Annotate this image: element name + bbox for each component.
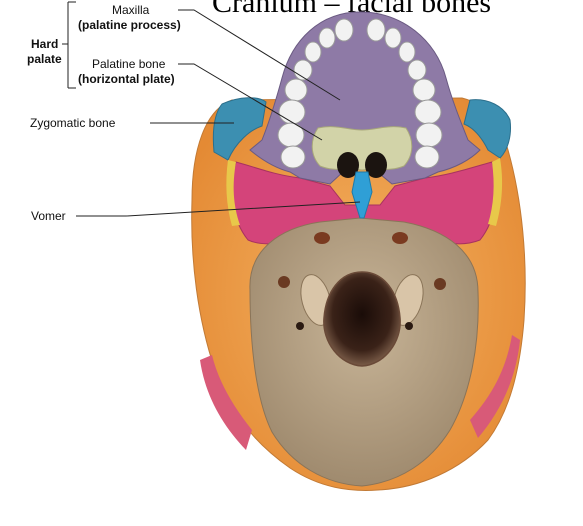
- tooth: [407, 59, 427, 81]
- zygomatic-bone-right: [463, 99, 511, 159]
- zygomatic-process-right: [488, 158, 503, 226]
- parietal-right: [470, 335, 520, 438]
- tooth: [284, 78, 308, 102]
- palatine-horizontal-plate: [311, 126, 413, 171]
- tooth: [384, 27, 402, 49]
- label-maxilla-2: (palatine process): [78, 18, 181, 32]
- tooth: [414, 145, 440, 169]
- tooth: [304, 41, 322, 63]
- tooth: [415, 122, 443, 148]
- tooth: [278, 99, 306, 125]
- choana-right: [365, 152, 387, 178]
- tooth: [280, 145, 306, 169]
- tooth: [334, 18, 354, 42]
- tooth: [398, 41, 416, 63]
- vomer-bone: [351, 171, 373, 219]
- palatine-leader: [178, 63, 323, 141]
- tooth: [412, 78, 436, 102]
- foramen-dot: [405, 322, 413, 330]
- maxilla-leader: [178, 9, 341, 101]
- label-palatine-2: (horizontal plate): [78, 72, 175, 86]
- label-hard-palate-2: palate: [27, 52, 62, 66]
- choana-left: [337, 152, 359, 178]
- foramen-dot: [434, 278, 446, 290]
- foramen-magnum: [323, 271, 401, 367]
- foramen-dot: [392, 232, 408, 244]
- label-zygomatic-bone: Zygomatic bone: [30, 116, 116, 130]
- teeth-arch: [277, 18, 443, 169]
- tooth: [366, 18, 386, 42]
- zygomatic-bone-left: [212, 97, 267, 161]
- sphenoid-bone: [231, 161, 497, 245]
- parietal-left: [200, 355, 252, 450]
- leader-lines: [62, 1, 361, 217]
- foramen-dot: [278, 276, 290, 288]
- foramen-dot: [314, 232, 330, 244]
- figure-title-fragment: Cranium – facial bones: [212, 0, 492, 19]
- label-palatine-1: Palatine bone: [92, 57, 166, 71]
- label-hard-palate-1: Hard: [31, 37, 59, 51]
- tooth: [318, 27, 336, 49]
- vomer-leader: [76, 201, 361, 217]
- tooth: [414, 99, 442, 125]
- label-vomer: Vomer: [31, 209, 66, 223]
- foramen-dot: [296, 322, 304, 330]
- label-maxilla-1: Maxilla: [112, 3, 150, 17]
